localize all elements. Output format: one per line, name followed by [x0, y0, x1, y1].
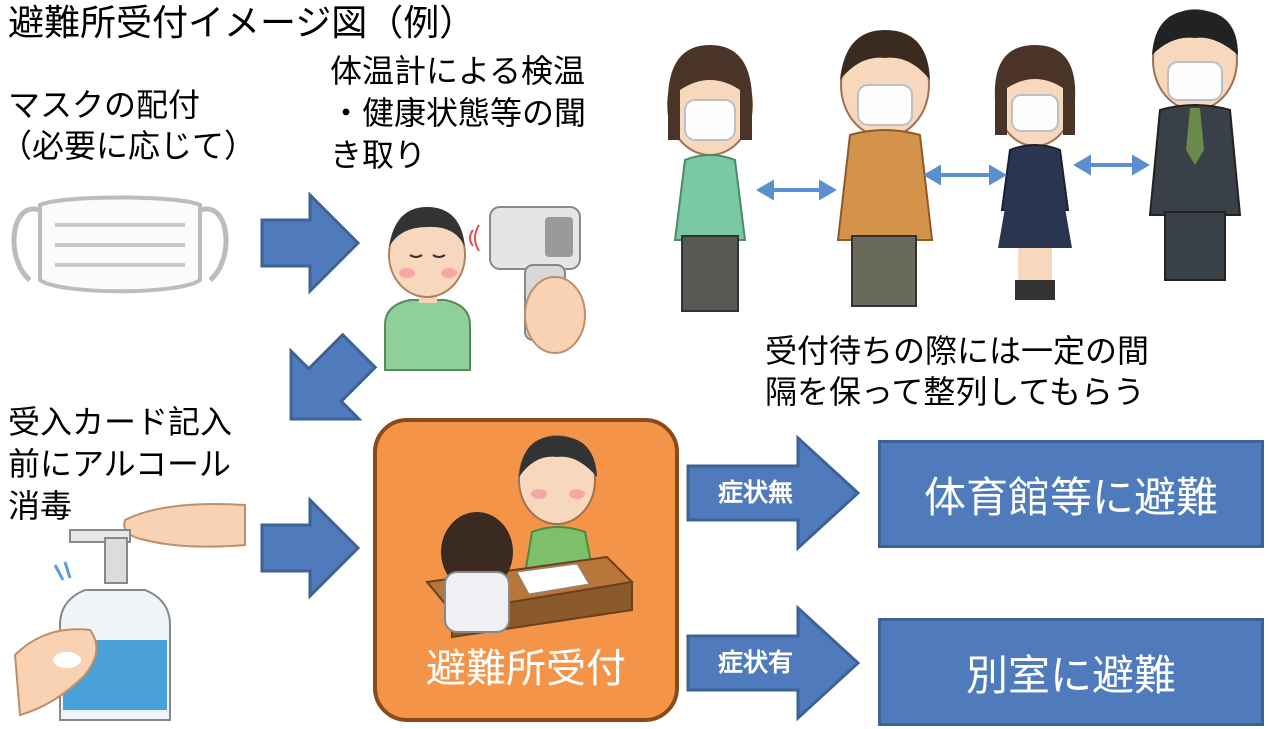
queue-people-illustration	[667, 9, 1242, 312]
alcohol-label-line2: 前にアルコール	[8, 445, 232, 483]
mask-label-line1: マスクの配付	[8, 86, 201, 124]
alcohol-label-line3: 消毒	[8, 487, 73, 525]
face-mask-illustration	[11, 195, 229, 294]
branch-arrow-no-symptoms	[686, 434, 861, 552]
branch-label-with-symptoms: 症状有	[718, 648, 794, 677]
queue-label-line1: 受付待ちの際には一定の間	[765, 332, 1150, 370]
flow-arrow-right-1	[260, 191, 361, 295]
temp-label-line2: ・健康状態等の聞	[330, 94, 587, 132]
reception-label: 避難所受付	[426, 646, 626, 692]
reception-desk-illustration	[425, 435, 635, 639]
destination-gym-label: 体育館等に避難	[923, 472, 1218, 522]
flow-arrow-right-2	[260, 496, 361, 600]
branch-label-no-symptoms: 症状無	[718, 478, 794, 507]
queue-label-line2: 隔を保って整列してもらう	[765, 373, 1145, 411]
page-title: 避難所受付イメージ図（例）	[8, 3, 476, 44]
temp-label-line1: 体温計による検温	[330, 52, 586, 90]
reception-box: 避難所受付	[373, 418, 679, 722]
destination-separate-room-box: 別室に避難	[878, 618, 1264, 726]
alcohol-disinfection-illustration	[13, 503, 246, 721]
branch-arrow-with-symptoms	[686, 604, 861, 722]
destination-separate-room-label: 別室に避難	[965, 650, 1176, 700]
destination-gym-box: 体育館等に避難	[878, 440, 1264, 548]
temp-label-line3: き取り	[330, 136, 427, 174]
mask-label-line2: （必要に応じて）	[0, 127, 257, 165]
temperature-check-illustration	[384, 206, 586, 371]
alcohol-label-line1: 受入カード記入	[8, 403, 233, 441]
flow-arrow-down-left	[289, 332, 378, 421]
